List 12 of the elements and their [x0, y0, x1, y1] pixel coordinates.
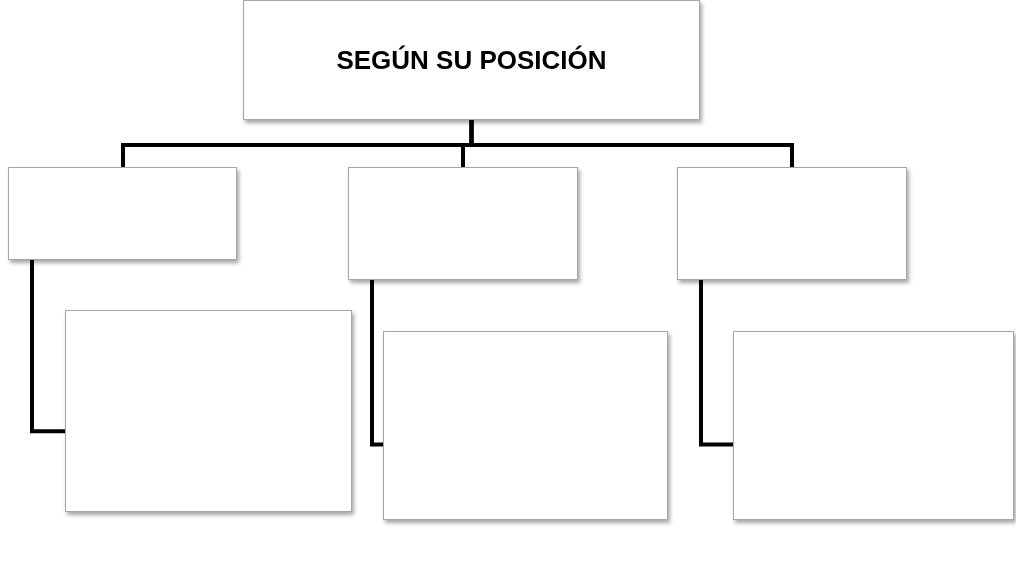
connector-line	[699, 280, 733, 447]
empty-box	[677, 167, 907, 280]
empty-box	[383, 331, 668, 520]
connector-line	[370, 280, 383, 447]
empty-box	[65, 310, 352, 512]
empty-box	[348, 167, 578, 280]
empty-box	[8, 167, 237, 260]
connector-line	[469, 120, 794, 167]
empty-box	[733, 331, 1014, 520]
title-text: SEGÚN SU POSICIÓN	[336, 43, 607, 77]
title-box	[243, 0, 700, 120]
connector-line	[30, 260, 65, 434]
